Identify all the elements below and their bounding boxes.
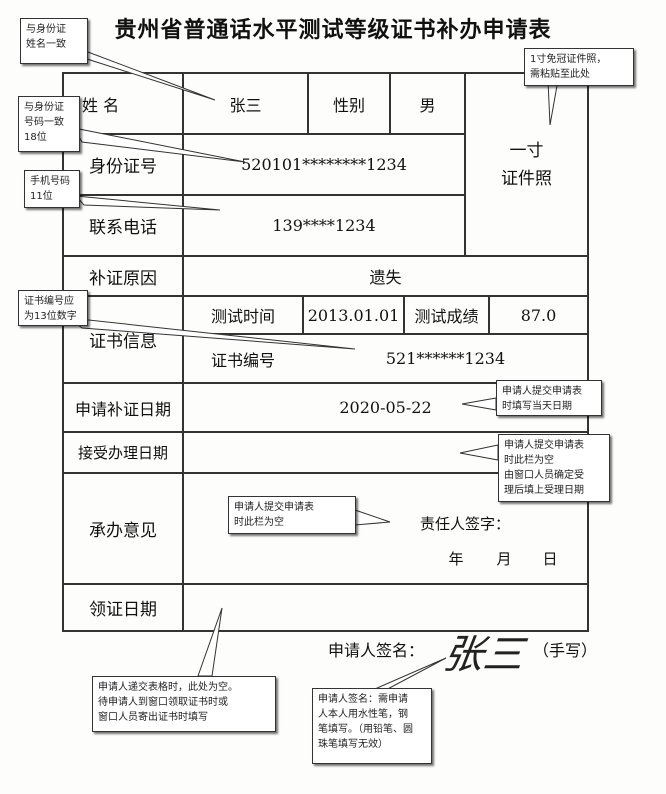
- table-line: [182, 72, 184, 632]
- photo-line-1: 一寸: [509, 140, 544, 161]
- leader-cert-no: [68, 317, 356, 350]
- leader-apply-date: [461, 397, 497, 411]
- apply-date-label: 申请补证日期: [74, 399, 171, 419]
- leader-signature: [367, 657, 447, 693]
- handwritten-note: （手写）: [532, 641, 597, 660]
- gender-value[interactable]: 男: [419, 95, 436, 115]
- name-label: 姓 名: [82, 95, 120, 115]
- cert-no-value[interactable]: 521******1234: [385, 349, 506, 368]
- photo-callout: 1寸免冠证件照， 需粘贴至此处: [524, 48, 634, 86]
- leader-collect: [197, 607, 223, 677]
- table-line: [389, 72, 391, 134]
- leader-photo: [547, 79, 559, 126]
- opinion-callout: 申请人提交申请表 时此栏为空: [228, 496, 356, 534]
- photo-line-2: 证件照: [501, 168, 552, 189]
- cert-info-label: 证书信息: [89, 332, 157, 352]
- id-value[interactable]: 520101********1234: [241, 155, 407, 174]
- table-line: [403, 295, 405, 334]
- table-line: [587, 72, 589, 632]
- collect-date-label: 领证日期: [89, 600, 157, 620]
- phone-label: 联系电话: [89, 218, 157, 238]
- apply-date-value[interactable]: 2020-05-22: [339, 398, 432, 417]
- table-line: [62, 133, 466, 135]
- test-time-value[interactable]: 2013.01.01: [307, 305, 400, 325]
- score-value[interactable]: 87.0: [520, 305, 557, 325]
- leader-phone: [74, 195, 221, 211]
- name-value[interactable]: 张三: [229, 95, 262, 115]
- table-line: [307, 72, 309, 134]
- table-line: [62, 472, 589, 474]
- table-line: [62, 295, 589, 297]
- id-callout: 与身份证 号码一致 18位: [18, 96, 80, 152]
- signature-callout: 申请人签名：需申请 人本人用水性笔，钢 笔填写。（用铅笔、圆 珠笔填写无效）: [312, 688, 432, 764]
- collect-callout: 申请人递交表格时，此处为空。 待申请人到窗口领取证书时或 窗口人员寄出证书时填写: [92, 676, 276, 732]
- test-time-label: 测试时间: [210, 307, 275, 326]
- cert-no-label: 证书编号: [210, 350, 275, 370]
- name-callout: 与身份证 姓名一致: [20, 18, 88, 64]
- opinion-label: 承办意见: [89, 521, 157, 541]
- leader-id: [73, 127, 246, 163]
- table-line: [182, 333, 589, 335]
- table-line: [62, 72, 589, 74]
- photo-area[interactable]: 一寸 证件照: [466, 74, 587, 255]
- reason-label: 补证原因: [89, 268, 157, 289]
- phone-value[interactable]: 139****1234: [272, 216, 376, 235]
- table-line: [62, 255, 589, 257]
- leader-opinion: [354, 509, 391, 526]
- table-line: [62, 72, 64, 632]
- table-line: [488, 295, 490, 334]
- table-line: [62, 583, 589, 585]
- apply-date-callout: 申请人提交申请表 时填写当天日期: [496, 380, 602, 416]
- score-label: 测试成绩: [414, 307, 479, 326]
- cert-no-callout: 证书编号应 为13位数字: [18, 290, 88, 326]
- applicant-signature-label: 申请人签名：: [328, 641, 425, 660]
- form-title: 贵州省普通话水平测试等级证书补办申请表: [114, 18, 552, 43]
- table-line: [464, 72, 466, 256]
- gender-label: 性别: [332, 95, 365, 115]
- date-day: 日: [542, 549, 558, 568]
- accept-date-label: 接受办理日期: [77, 444, 168, 462]
- reason-value[interactable]: 遗失: [369, 268, 402, 287]
- date-year: 年: [448, 549, 464, 568]
- id-label: 身份证号: [89, 157, 157, 177]
- date-month: 月: [496, 549, 512, 568]
- table-line: [62, 630, 589, 632]
- table-line: [62, 431, 589, 433]
- table-line: [62, 382, 589, 384]
- table-line: [62, 194, 466, 196]
- leader-name: [71, 45, 216, 101]
- phone-callout: 手机号码 11位: [24, 170, 80, 208]
- table-line: [302, 295, 304, 334]
- accept-date-callout: 申请人提交申请表 时此栏为空 由窗口人员确定受 理后填上受理日期: [498, 434, 610, 502]
- responsible-signature-label: 责任人签字：: [420, 514, 511, 533]
- leader-accept-date: [459, 444, 499, 461]
